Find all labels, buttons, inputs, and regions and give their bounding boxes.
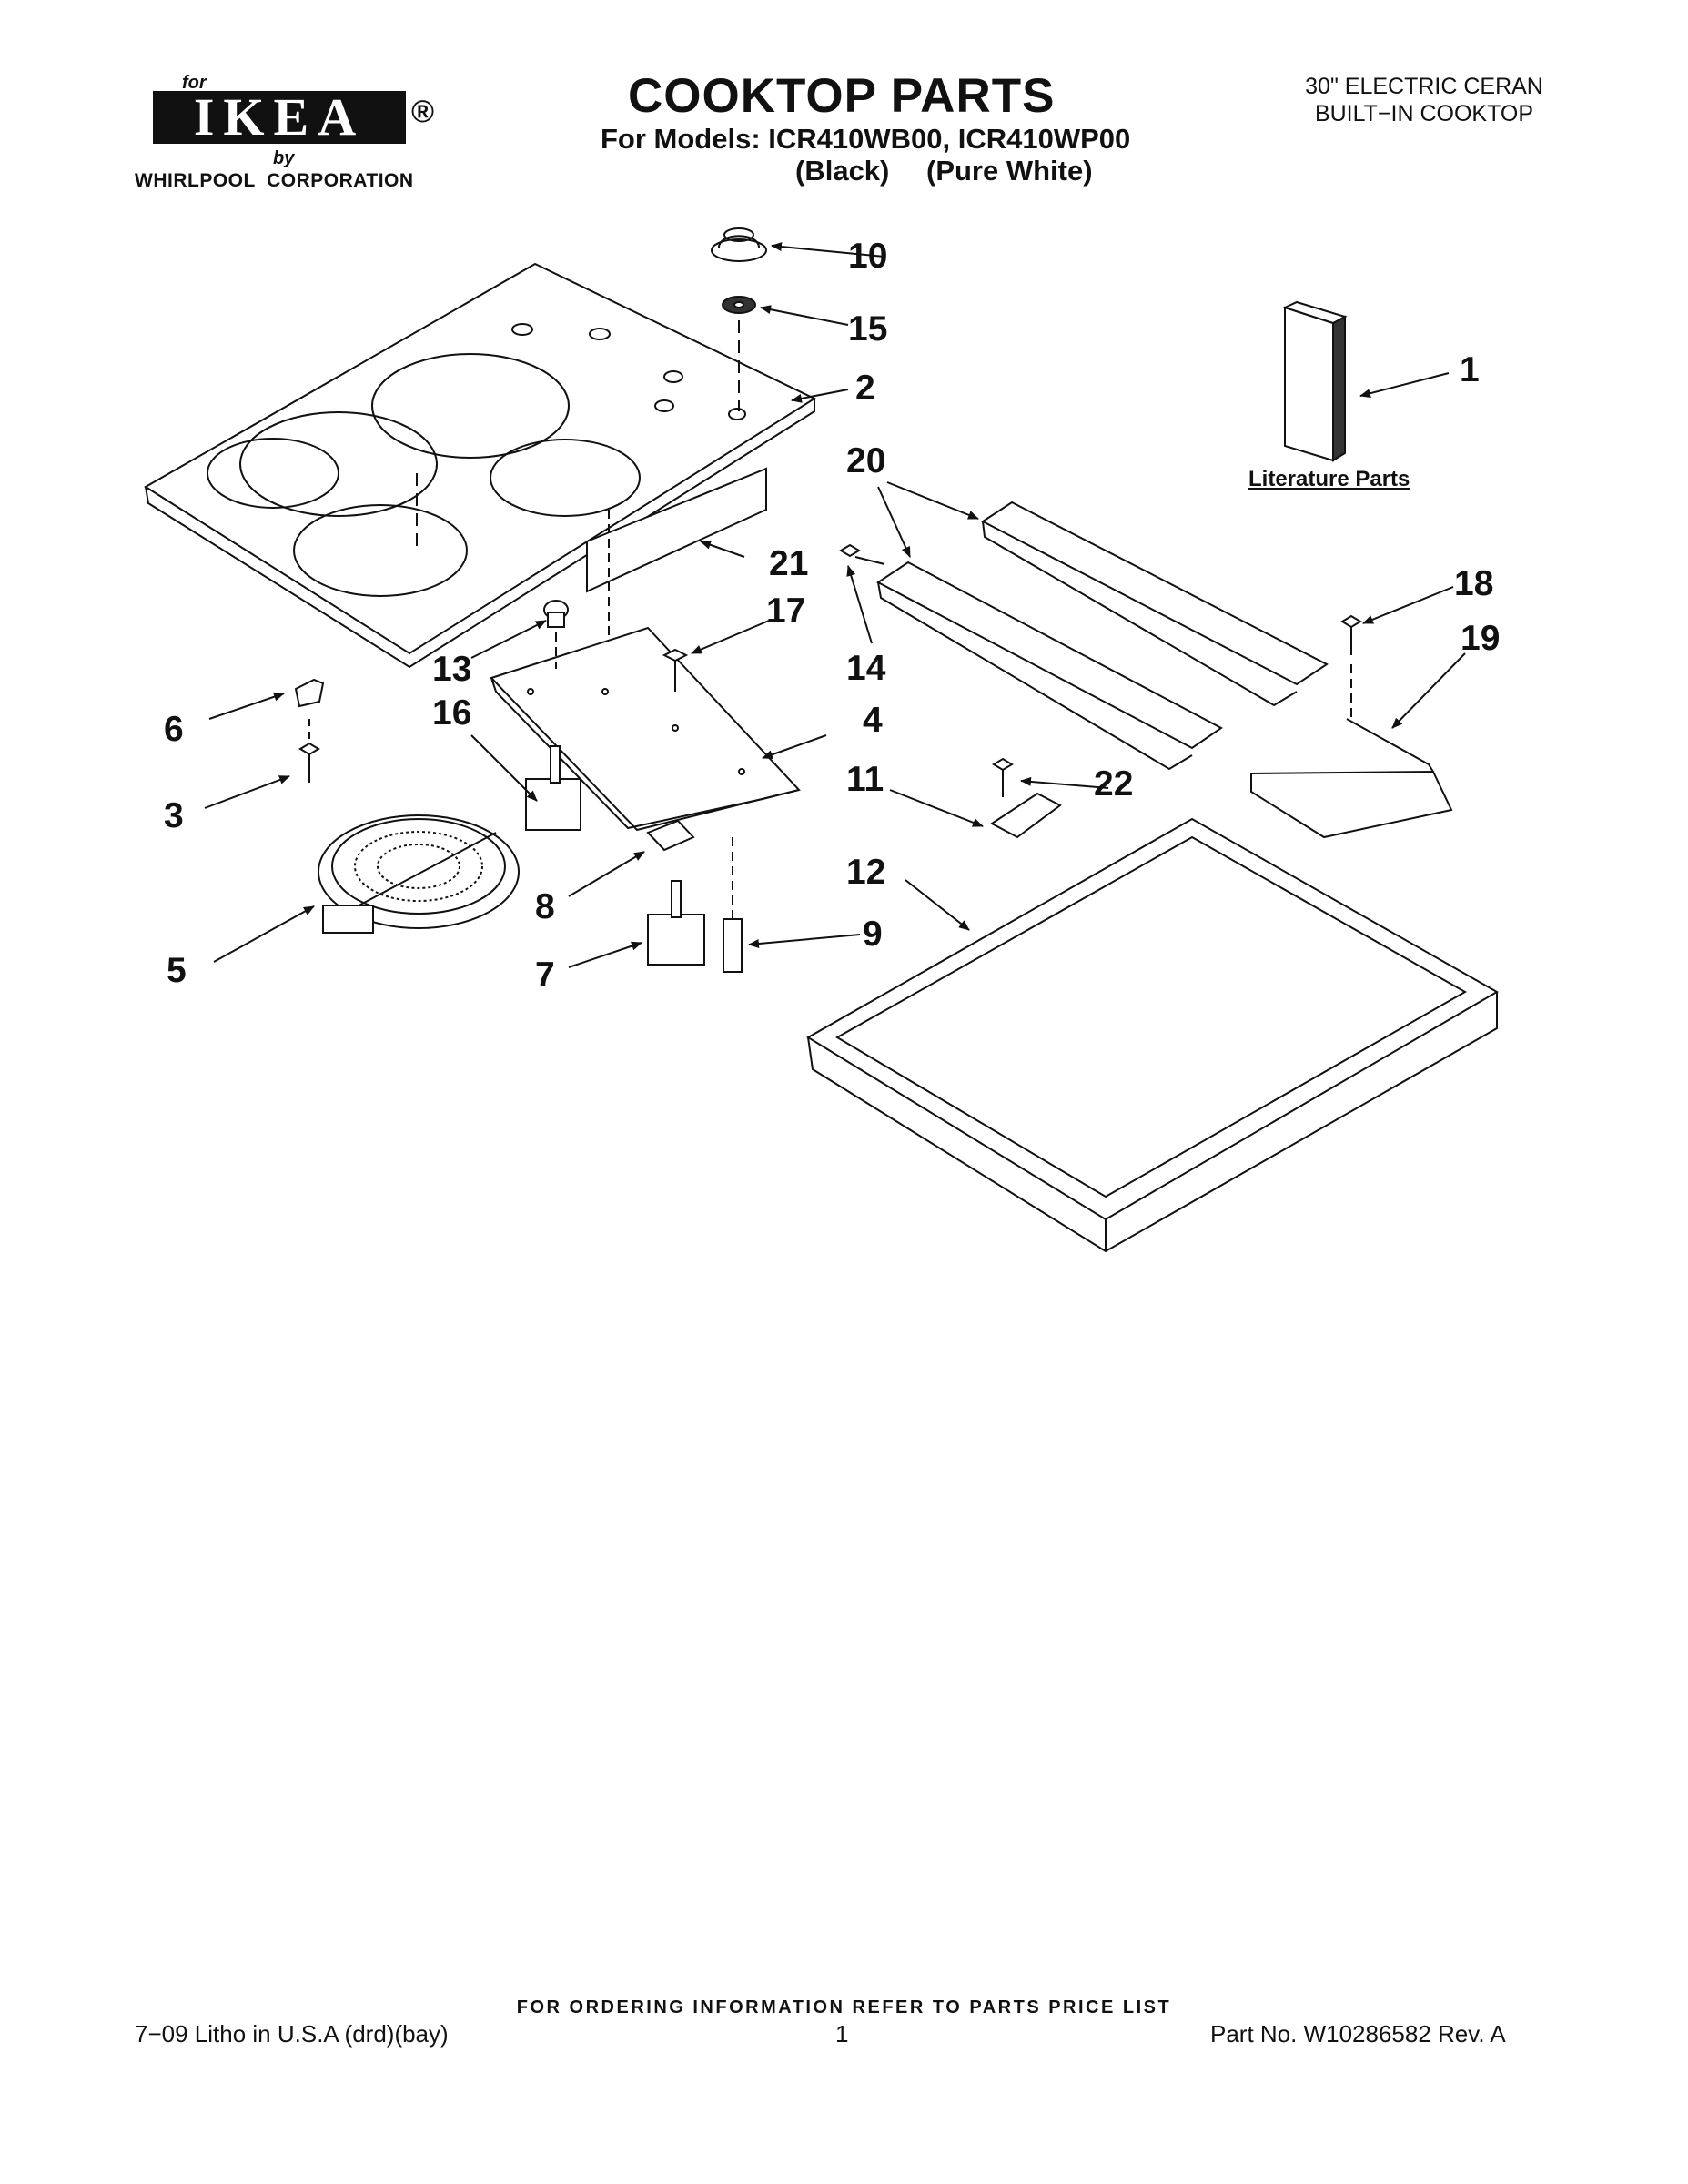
callout-4: 4 [863,701,883,740]
logo-corporation: WHIRLPOOL CORPORATION [135,170,414,191]
logo-for-text: for [182,73,207,93]
literature-parts-label: Literature Parts [1248,467,1410,491]
callout-3: 3 [164,796,184,835]
screw-17-part [662,648,689,692]
switch-16-part [525,745,581,831]
variant-black: (Black) [795,155,890,187]
callout-14: 14 [846,649,886,688]
ordering-note: FOR ORDERING INFORMATION REFER TO PARTS … [516,1997,1172,2017]
callout-2: 2 [855,369,875,408]
callout-19: 19 [1461,619,1501,658]
callout-17: 17 [766,592,806,631]
variant-white: (Pure White) [926,155,1093,187]
callout-11: 11 [846,760,884,799]
page-title: COOKTOP PARTS [628,69,1056,123]
ikea-logo: IKEA [193,87,366,147]
description-line-2: BUILT−IN COOKTOP [1314,101,1534,126]
callout-7: 7 [535,956,555,995]
control-bracket-part [490,626,801,832]
callout-20: 20 [846,441,886,480]
callout-6: 6 [164,710,184,749]
screw-22-part [992,757,1014,797]
product-description: 30" ELECTRIC CERAN BUILT−IN COOKTOP [1256,73,1592,127]
plate-part [646,819,695,852]
litho-info: 7−09 Litho in U.S.A (drd)(bay) [135,2020,449,2048]
callout-15: 15 [848,309,888,349]
callout-9: 9 [863,915,883,954]
rail-upper-part [981,500,1329,707]
trim-strip-part [586,467,767,593]
screw-18-part [1340,614,1362,655]
bracket-19-part [1250,718,1453,839]
knob-part [711,228,767,262]
callout-22: 22 [1094,764,1134,804]
callout-13: 13 [432,650,472,689]
description-line-1: 30" ELECTRIC CERAN [1305,74,1543,99]
knob-shaft-part [723,837,743,973]
screw-3-part [298,742,320,783]
heating-element-part [318,814,520,934]
callout-12: 12 [846,853,886,892]
callout-1: 1 [1460,350,1480,389]
box-frame-part [806,817,1500,1253]
page-number: 1 [835,2020,849,2048]
registered-mark: ® [411,95,435,129]
callout-16: 16 [432,693,472,733]
callout-21: 21 [769,544,809,583]
ikea-logo-box [153,91,406,144]
rail-lower-part [876,561,1223,771]
bracket-11-part [990,792,1062,839]
callout-5: 5 [167,951,187,990]
callout-18: 18 [1454,564,1494,603]
glass-cooktop-part [144,262,817,669]
washer-part [722,296,756,314]
callout-10: 10 [848,237,888,276]
logo-by-text: by [273,148,295,168]
literature-book-part [1282,300,1348,462]
callout-8: 8 [535,887,555,926]
screw-14-part [839,543,885,565]
part-number: Part No. W10286582 Rev. A [1210,2020,1506,2048]
switch-7-part [647,880,705,966]
nut-part [543,600,569,628]
model-numbers: For Models: ICR410WB00, ICR410WP00 [601,123,1131,155]
clip-part [294,678,325,708]
